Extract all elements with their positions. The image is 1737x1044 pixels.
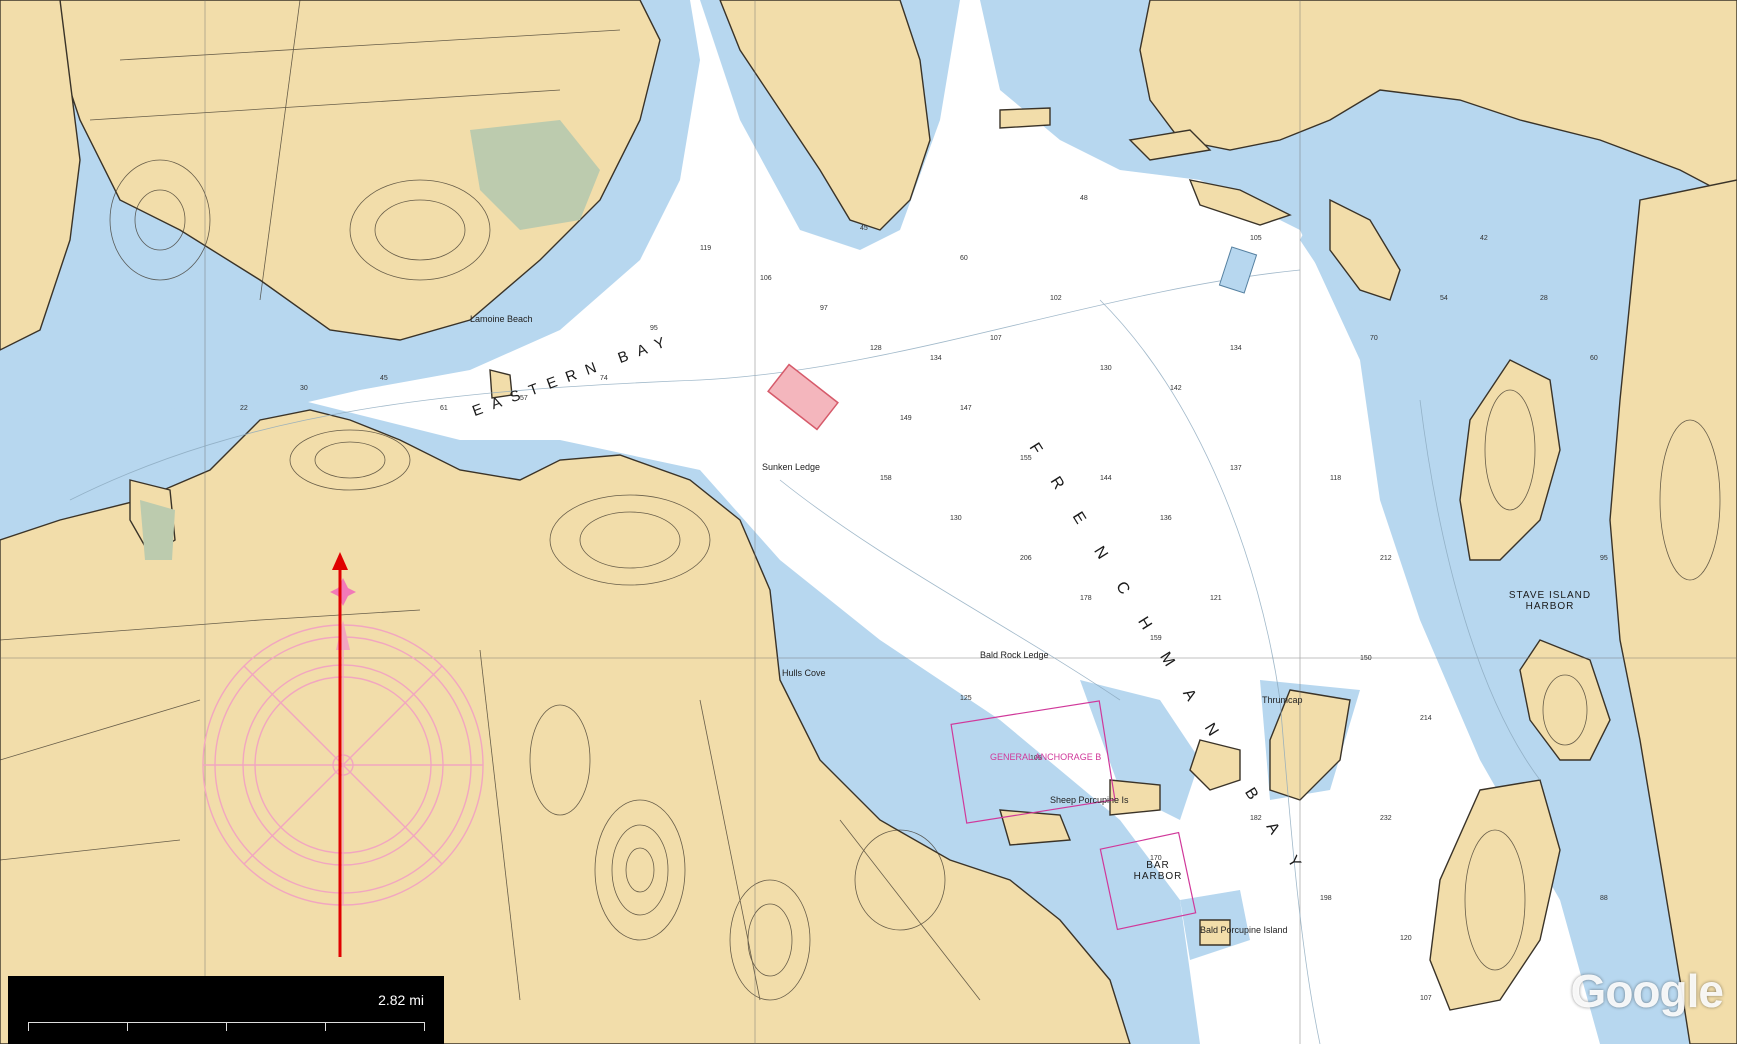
svg-text:147: 147 [960,405,972,412]
scale-bar-line [28,1022,425,1031]
marsh [140,120,600,560]
svg-text:48: 48 [1080,195,1088,202]
label-hulls-cove: Hulls Cove [782,668,826,678]
svg-text:107: 107 [1420,995,1432,1002]
svg-text:170: 170 [1150,855,1162,862]
star-marker-icon [330,578,356,606]
svg-text:97: 97 [820,305,828,312]
svg-text:88: 88 [1600,895,1608,902]
svg-text:198: 198 [1320,895,1332,902]
svg-text:142: 142 [1170,385,1182,392]
scale-label: 2.82 mi [378,992,424,1008]
label-stave-island-harbor: STAVE ISLAND HARBOR [1508,590,1592,612]
svg-text:130: 130 [1100,365,1112,372]
label-bald-porcupine: Bald Porcupine Island [1200,925,1288,935]
restricted-area-marker[interactable] [767,363,839,431]
svg-text:95: 95 [650,325,658,332]
label-sunken-ledge: Sunken Ledge [762,462,821,472]
label-general-anchorage: GENERAL ANCHORAGE B [990,752,1102,762]
svg-text:70: 70 [1370,335,1378,342]
svg-text:22: 22 [240,405,248,412]
label-thrumcap: Thrumcap [1262,695,1303,705]
svg-text:95: 95 [1600,555,1608,562]
anchorage-box [950,700,1116,824]
svg-text:105: 105 [1030,755,1042,762]
label-bald-rock-ledge: Bald Rock Ledge [980,650,1049,660]
svg-text:118: 118 [1330,475,1341,482]
svg-text:45: 45 [860,225,868,232]
label-bar-harbor: BAR HARBOR [1133,860,1183,882]
svg-text:158: 158 [880,475,892,482]
route-arrow-head-icon[interactable] [332,552,348,570]
svg-text:28: 28 [1540,295,1548,302]
label-lamoine-beach: Lamoine Beach [470,314,533,324]
google-logo: Google [1570,965,1724,1017]
svg-text:130: 130 [950,515,962,522]
contour-lines [0,0,1721,1001]
svg-text:119: 119 [700,245,711,252]
svg-text:232: 232 [1380,815,1392,822]
svg-text:206: 206 [1020,555,1032,562]
svg-text:102: 102 [1050,295,1062,302]
svg-text:42: 42 [1480,235,1488,242]
scale-bar-panel: 2.82 mi [8,976,444,1044]
svg-text:155: 155 [1020,455,1032,462]
svg-text:30: 30 [300,385,308,392]
svg-text:61: 61 [440,405,448,412]
svg-text:125: 125 [960,695,972,702]
svg-text:45: 45 [380,375,388,382]
svg-text:159: 159 [1150,635,1162,642]
svg-text:134: 134 [1230,345,1242,352]
svg-text:107: 107 [990,335,1002,342]
svg-text:74: 74 [600,375,608,382]
svg-text:60: 60 [1590,355,1598,362]
svg-text:121: 121 [1210,595,1222,602]
svg-text:60: 60 [960,255,968,262]
svg-text:128: 128 [870,345,882,352]
svg-text:212: 212 [1380,555,1392,562]
svg-text:120: 120 [1400,935,1412,942]
svg-text:54: 54 [1440,295,1448,302]
svg-text:150: 150 [1360,655,1372,662]
svg-text:178: 178 [1080,595,1092,602]
harbor-box [1099,831,1197,931]
svg-text:182: 182 [1250,815,1262,822]
depth-contours [69,269,1541,1044]
fish-pens-area [1218,246,1258,294]
svg-text:136: 136 [1160,515,1172,522]
svg-text:105: 105 [1250,235,1262,242]
soundings: 97 128 134 107 102 130 142 134 149 147 155 144 13… [240,195,1608,1002]
svg-text:137: 137 [1230,465,1242,472]
svg-text:57: 57 [520,395,528,402]
svg-text:149: 149 [900,415,912,422]
svg-text:106: 106 [760,275,772,282]
label-sheep-porcupine: Sheep Porcupine Is [1050,795,1129,805]
svg-text:134: 134 [930,355,942,362]
svg-text:214: 214 [1420,715,1432,722]
compass-rose [202,624,484,906]
svg-text:144: 144 [1100,475,1112,482]
